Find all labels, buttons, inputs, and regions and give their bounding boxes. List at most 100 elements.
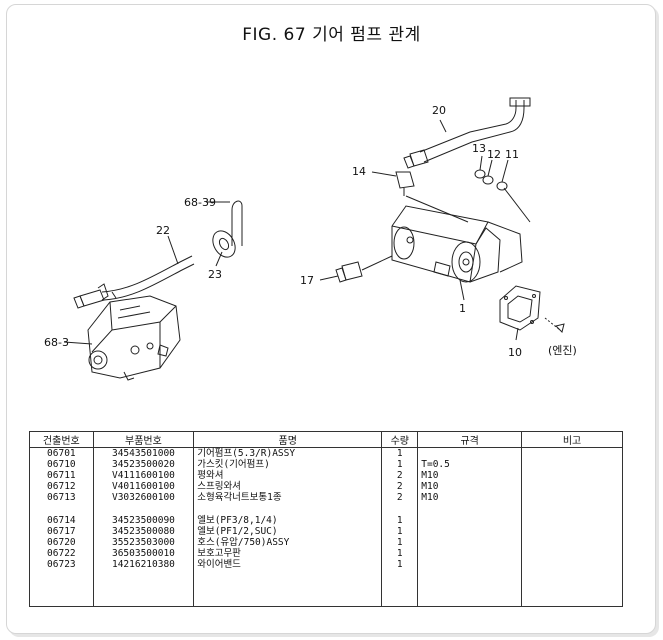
pipe-11 [503,187,531,223]
cell-part-no: V4011600100 [92,481,195,492]
cell-name: 엘보(PF1/2,SUC) [193,526,383,537]
cell-spec: M10 [417,470,523,481]
cell-remarks [521,548,623,559]
callout-10: 10 [508,346,522,359]
hose-22 [73,255,195,309]
header-spec: 규격 [417,431,523,448]
table-row: 06713 V3032600100 소형육각너트보통1종 2 M10 [29,492,623,503]
parts-table: 건출번호 부품번호 품명 수량 규격 비고 06701 34543501000 … [29,431,623,607]
leader-17 [319,275,339,281]
cell-remarks [521,481,623,492]
figure-title: FIG. 67 기어 펌프 관계 [242,25,421,45]
parts-diagram: 20 14 13 12 11 68-39 22 23 17 1 68-3 10 … [44,97,577,381]
cell-part-no: 34523500020 [92,459,195,470]
cell-qty: 2 [381,470,419,481]
leader-10 [515,327,519,341]
elbow-17 [335,261,363,283]
engine-marker [555,323,565,333]
cell-part-no: 34523500080 [92,526,195,537]
cell-remarks [521,470,623,481]
table-row: 06722 36503500010 보호고무판 1 [29,548,623,559]
cell-qty: 1 [381,515,419,526]
cell-spec: T=0.5 [417,459,523,470]
cell-part-no: V3032600100 [92,492,195,503]
cell-spec [417,526,523,537]
cell-spec: M10 [417,492,523,503]
parts-table-header: 건출번호 부품번호 품명 수량 규격 비고 [29,431,623,448]
gasket-10 [499,285,541,331]
table-row: 06714 34523500090 엘보(PF3/8,1/4) 1 [29,515,623,526]
cell-ref-no: 06712 [29,481,94,492]
callout-68-3: 68-3 [44,336,69,349]
table-row: 06723 14216210380 와이어밴드 1 [29,559,623,570]
callout-22: 22 [156,224,170,237]
cell-name: 엘보(PF3/8,1/4) [193,515,383,526]
cell-qty: 1 [381,447,419,459]
leader-12 [487,159,493,177]
cell-spec [417,515,523,526]
callout-13: 13 [472,142,486,155]
cell-ref-no: 06720 [29,537,94,548]
header-qty: 수량 [381,431,419,448]
cell-remarks [521,537,623,548]
leader-11 [501,159,509,183]
table-row: 06701 34543501000 기어펌프(5.3/R)ASSY 1 [29,447,623,459]
cell-qty: 1 [381,548,419,559]
valve-block [87,295,181,381]
callout-engine: (엔진) [548,344,577,357]
elbow-68-39 [231,200,243,246]
callout-1: 1 [459,302,466,315]
table-row: 06717 34523500080 엘보(PF1/2,SUC) 1 [29,526,623,537]
table-row: 06720 35523503000 호스(유압/750)ASSY 1 [29,537,623,548]
cell-spec [417,447,523,459]
table-spacer-row [29,503,623,515]
leader-22 [167,235,179,265]
callout-12: 12 [487,148,501,161]
cell-name: 소형육각너트보통1종 [193,492,383,503]
cell-name: 호스(유압/750)ASSY [193,537,383,548]
table-filler-row [29,570,623,607]
hose-20 [403,97,531,169]
pipe-17 [361,255,393,271]
leader-14 [371,171,397,177]
cell-remarks [521,526,623,537]
cell-ref-no: 06713 [29,492,94,503]
cell-qty: 2 [381,492,419,503]
cell-remarks [521,459,623,470]
cell-qty: 1 [381,559,419,570]
cell-part-no: V4111600100 [92,470,195,481]
cell-name: 보호고무판 [193,548,383,559]
header-remarks: 비고 [521,431,623,448]
leader-68-3 [63,341,93,345]
cell-spec [417,537,523,548]
gear-pump [391,205,523,283]
callout-11: 11 [505,148,519,161]
callout-23: 23 [208,268,222,281]
cell-spec: M10 [417,481,523,492]
rubber-plate-23 [212,230,236,258]
cell-ref-no: 06723 [29,559,94,570]
cell-part-no: 34543501000 [92,447,195,459]
cell-name: 평와셔 [193,470,383,481]
cell-qty: 1 [381,459,419,470]
cell-remarks [521,515,623,526]
cell-name: 와이어밴드 [193,559,383,570]
cell-qty: 2 [381,481,419,492]
leader-1 [459,279,465,301]
leader-20 [439,119,447,133]
cell-qty: 1 [381,537,419,548]
pipe-14 [405,195,469,223]
cell-part-no: 14216210380 [92,559,195,570]
cell-name: 스프링와셔 [193,481,383,492]
cell-remarks [521,447,623,459]
callout-68-39: 68-39 [184,196,216,209]
cell-ref-no: 06701 [29,447,94,459]
cell-qty: 1 [381,526,419,537]
cell-spec [417,559,523,570]
header-ref-no: 건출번호 [29,431,94,448]
cell-ref-no: 06711 [29,470,94,481]
cell-name: 가스킷(기어펌프) [193,459,383,470]
callout-14: 14 [352,165,366,178]
callout-17: 17 [300,274,314,287]
